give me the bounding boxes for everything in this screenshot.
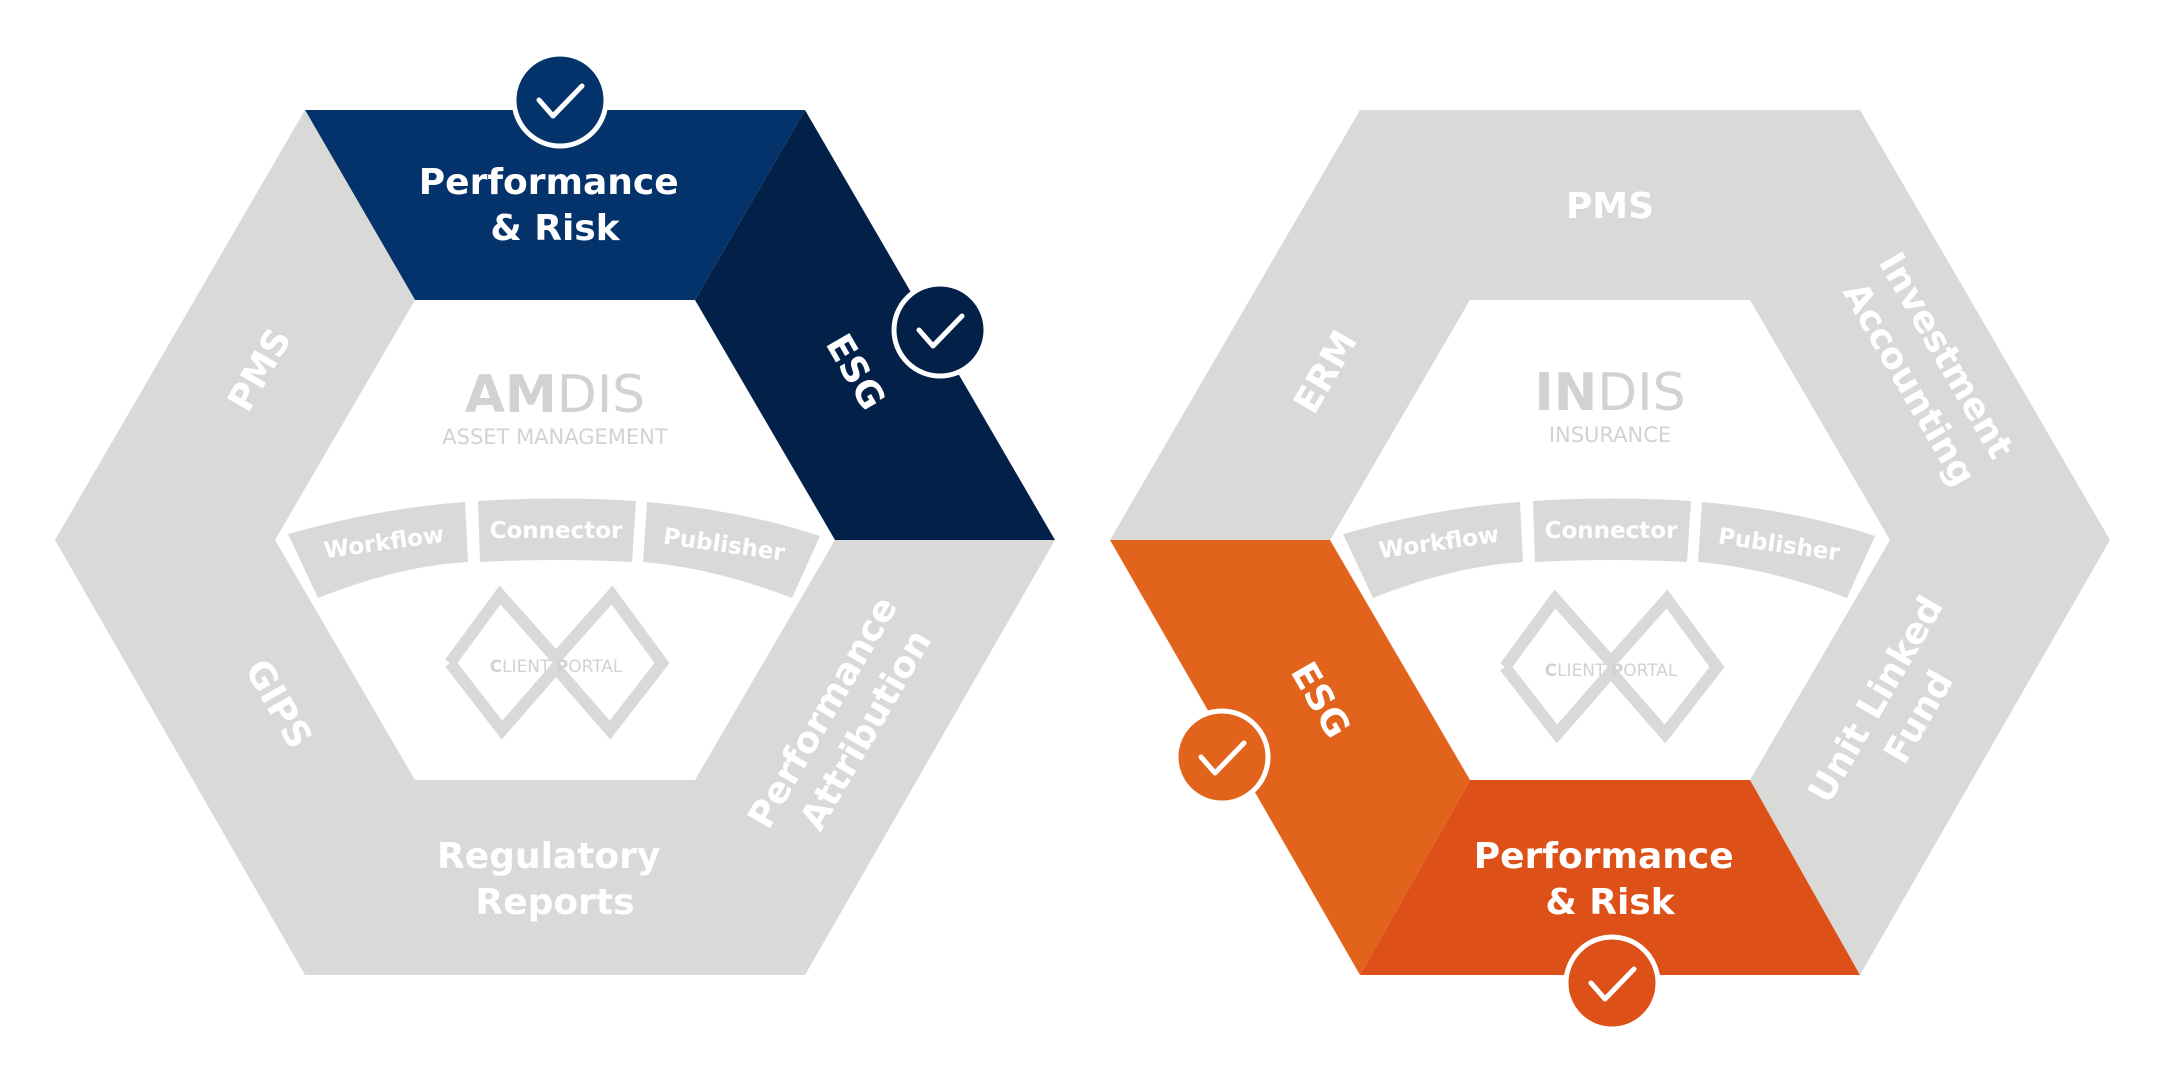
- amdis-hexagon: Performance & Risk ESG Performance Attri…: [55, 51, 1055, 975]
- segment-regulatory-reports[interactable]: [305, 780, 805, 975]
- check-badge-performance-risk: [511, 51, 609, 149]
- label-pms: PMS: [1566, 186, 1654, 227]
- segment-unit-linked-fund[interactable]: [1750, 540, 2110, 975]
- segment-investment-accounting[interactable]: [1750, 110, 2110, 540]
- tab-connector-label: Connector: [1545, 518, 1678, 544]
- client-portal-logo: [1500, 589, 1725, 744]
- client-portal-text: CLIENT PORTAL: [1545, 661, 1678, 681]
- logo-amdis: AMDIS: [465, 365, 645, 425]
- client-portal-logo: [445, 585, 670, 740]
- tab-workflow[interactable]: [288, 502, 468, 598]
- tab-connector[interactable]: [1533, 498, 1691, 563]
- check-icon: [1198, 740, 1247, 776]
- label-performance-risk: Performance & Risk: [1474, 836, 1746, 923]
- indis-hexagon: PMS Investment Accounting Unit Linked Fu…: [1110, 110, 2110, 1032]
- segment-pms[interactable]: [55, 110, 415, 540]
- check-icon: [916, 313, 965, 349]
- logo-subtitle: ASSET MANAGEMENT: [442, 425, 668, 449]
- logo-indis: INDIS: [1534, 363, 1685, 423]
- module-tabs: Workflow Connector Publisher: [288, 498, 820, 598]
- segment-performance-risk[interactable]: [1360, 780, 1860, 975]
- tab-publisher[interactable]: [1698, 502, 1875, 598]
- tab-connector-label: Connector: [490, 518, 623, 544]
- segment-erm[interactable]: [1110, 110, 1470, 540]
- tab-workflow[interactable]: [1343, 502, 1523, 598]
- check-icon: [536, 83, 585, 119]
- tab-publisher[interactable]: [643, 502, 820, 598]
- segment-pms[interactable]: [1360, 110, 1860, 300]
- segment-esg[interactable]: [695, 110, 1055, 540]
- check-icon: [1588, 966, 1637, 1002]
- label-regulatory-reports: Regulatory Reports: [437, 836, 673, 923]
- label-performance-risk: Performance & Risk: [419, 162, 691, 249]
- check-badge-esg: [891, 281, 989, 379]
- check-badge-performance-risk: [1563, 934, 1661, 1032]
- segment-gips[interactable]: [55, 540, 415, 975]
- client-portal-text: CLIENT PORTAL: [490, 657, 623, 677]
- module-tabs: Workflow Connector Publisher: [1343, 498, 1875, 598]
- logo-subtitle: INSURANCE: [1549, 423, 1671, 447]
- segment-performance-attribution[interactable]: [695, 540, 1055, 975]
- tab-connector[interactable]: [478, 498, 636, 563]
- segment-esg[interactable]: [1110, 540, 1470, 975]
- segment-performance-risk[interactable]: [305, 110, 805, 300]
- check-badge-esg: [1173, 708, 1271, 806]
